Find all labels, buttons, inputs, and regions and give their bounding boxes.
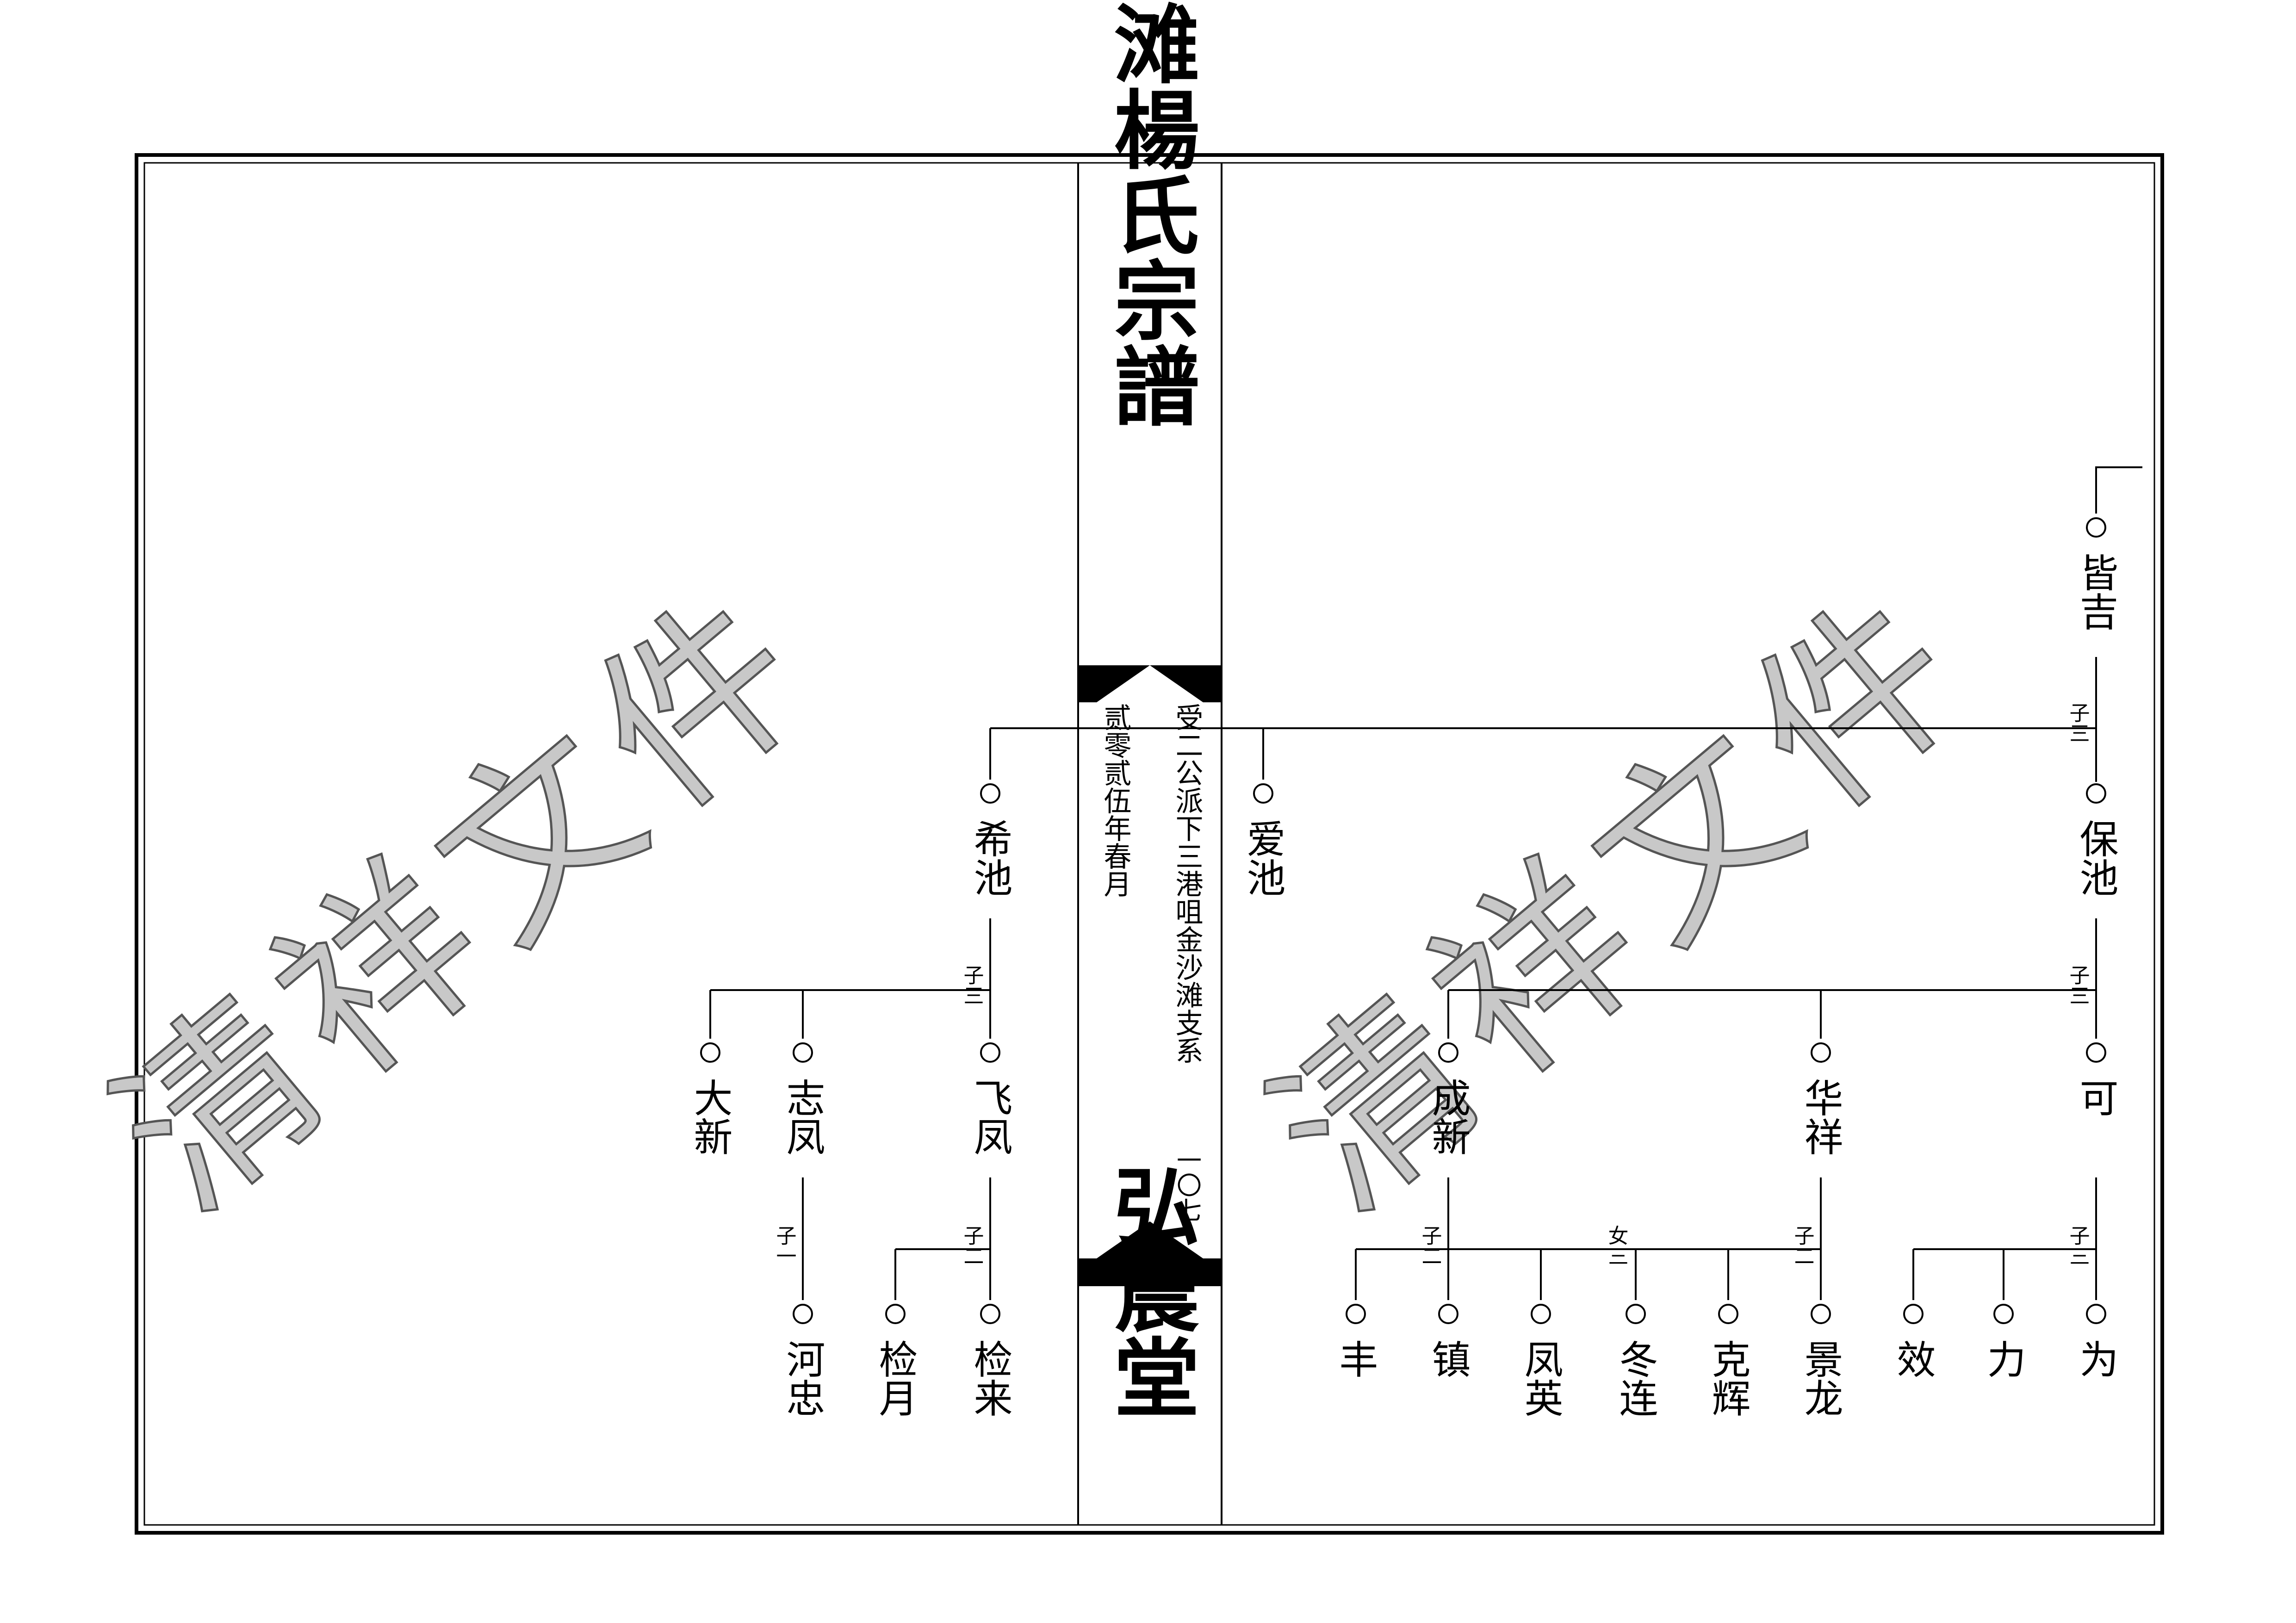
child-count-ke_sons: 子三	[2066, 1225, 2090, 1266]
person-name: 丰	[1333, 1339, 1378, 1378]
watermark-right: 清祥文件	[1232, 545, 2015, 1251]
node-circle	[980, 783, 1000, 804]
person-name: 成新	[1426, 1078, 1471, 1156]
person-node-donglian: 冬连	[1613, 1304, 1658, 1417]
node-circle	[1438, 1042, 1458, 1063]
node-circle	[1531, 1304, 1551, 1324]
node-circle	[1438, 1304, 1458, 1324]
person-node-ke: 可	[2073, 1042, 2119, 1117]
person-name: 大新	[688, 1078, 733, 1156]
person-name: 保池	[2073, 819, 2119, 897]
person-node-hezhong: 河忠	[780, 1304, 825, 1417]
person-name: 皆吉	[2073, 553, 2119, 631]
person-node-feng: 丰	[1333, 1304, 1378, 1378]
person-name: 为	[2073, 1339, 2119, 1378]
person-name: 希池	[968, 819, 1013, 897]
person-name: 冬连	[1613, 1339, 1658, 1417]
genealogy-title: 剑滩楊氏宗譜	[1099, 0, 1200, 428]
child-count-jieji_sons: 子三	[2066, 702, 2090, 743]
node-circle	[700, 1042, 720, 1063]
child-count-huaxiang_sons: 子二	[1791, 1225, 1814, 1266]
spine-bottom-ornament	[1078, 1221, 1222, 1286]
node-circle	[1811, 1042, 1831, 1063]
lineage-lines	[709, 466, 2142, 1300]
node-circle	[1346, 1304, 1366, 1324]
hall-name: 弘農堂	[1099, 1163, 1200, 1419]
child-count-huaxiang_daughters: 女三	[1605, 1225, 1628, 1266]
person-node-zhen: 镇	[1426, 1304, 1471, 1378]
person-name: 爱池	[1241, 819, 1286, 897]
person-name: 志凤	[780, 1078, 825, 1156]
inner-border	[143, 162, 2155, 1526]
node-circle	[1253, 783, 1273, 804]
child-count-labels: 子三子三子三子一子二子二女三子二子三	[773, 702, 2090, 1266]
person-node-aichi: 爱池	[1241, 783, 1286, 897]
person-node-feifeng: 飞凤	[968, 1042, 1013, 1156]
person-node-zhifeng: 志凤	[780, 1042, 825, 1156]
person-node-huaxiang: 华祥	[1798, 1042, 1843, 1156]
person-node-dixin: 大新	[688, 1042, 733, 1156]
outer-border	[135, 153, 2164, 1535]
node-circle	[1626, 1304, 1646, 1324]
person-name: 效	[1891, 1339, 1936, 1378]
node-circle	[885, 1304, 906, 1324]
child-count-feifeng_sons: 子二	[960, 1225, 984, 1266]
date-line: 贰零贰伍年春月	[1099, 703, 1131, 898]
person-node-kehui: 克辉	[1706, 1304, 1751, 1417]
person-node-li: 力	[1981, 1304, 2026, 1378]
person-node-jianlai: 检来	[968, 1304, 1013, 1417]
person-node-jinglong: 景龙	[1798, 1304, 1843, 1417]
person-node-xichi: 希池	[968, 783, 1013, 897]
spine-top-ornament	[1078, 665, 1222, 702]
person-node-fengying: 凤英	[1518, 1304, 1564, 1417]
person-name: 凤英	[1518, 1339, 1564, 1417]
person-node-jieji: 皆吉	[2073, 517, 2119, 631]
node-circle	[2086, 783, 2106, 804]
person-name: 河忠	[780, 1339, 825, 1417]
person-name: 镇	[1426, 1339, 1471, 1378]
person-nodes: 皆吉保池 爱池 希池大新志凤 飞凤河忠检月检来 成新 华祥 可丰 镇 凤英冬连克辉景龙 效 力 为	[688, 517, 2119, 1417]
person-name: 检月	[873, 1339, 918, 1417]
node-circle	[793, 1042, 813, 1063]
person-node-xiao: 效	[1891, 1304, 1936, 1378]
person-name: 克辉	[1706, 1339, 1751, 1417]
child-count-zhifeng_sons: 子一	[773, 1225, 796, 1266]
person-name: 力	[1981, 1339, 2026, 1378]
node-circle	[1718, 1304, 1738, 1324]
watermark-left: 清祥文件	[75, 545, 858, 1251]
node-circle	[2086, 1042, 2106, 1063]
person-name: 景龙	[1798, 1339, 1843, 1417]
node-circle	[1903, 1304, 1924, 1324]
node-circle	[793, 1304, 813, 1324]
node-circle	[980, 1042, 1000, 1063]
node-circle	[980, 1304, 1000, 1324]
person-name: 华祥	[1798, 1078, 1843, 1156]
watermark-text: 清祥文件	[77, 546, 857, 1251]
child-count-baochi_sons: 子三	[2066, 965, 2090, 1005]
node-circle	[2086, 517, 2106, 538]
node-circle	[1811, 1304, 1831, 1324]
person-name: 飞凤	[968, 1078, 1013, 1156]
person-node-baochi: 保池	[2073, 783, 2119, 897]
page-number: 一〇七	[1173, 1147, 1202, 1222]
node-circle	[2086, 1304, 2106, 1324]
person-name: 检来	[968, 1339, 1013, 1417]
child-count-chengxin_sons: 子二	[1418, 1225, 1442, 1266]
node-circle	[1993, 1304, 2014, 1324]
child-count-xichi_sons: 子三	[960, 965, 984, 1005]
person-name: 可	[2073, 1078, 2119, 1117]
person-node-jianyue: 检月	[873, 1304, 918, 1417]
person-node-wei: 为	[2073, 1304, 2119, 1378]
branch-line: 受二公派下三港咀金沙滩支系	[1171, 703, 1203, 1064]
watermark-text: 清祥文件	[1234, 546, 2014, 1251]
person-node-chengxin: 成新	[1426, 1042, 1471, 1156]
